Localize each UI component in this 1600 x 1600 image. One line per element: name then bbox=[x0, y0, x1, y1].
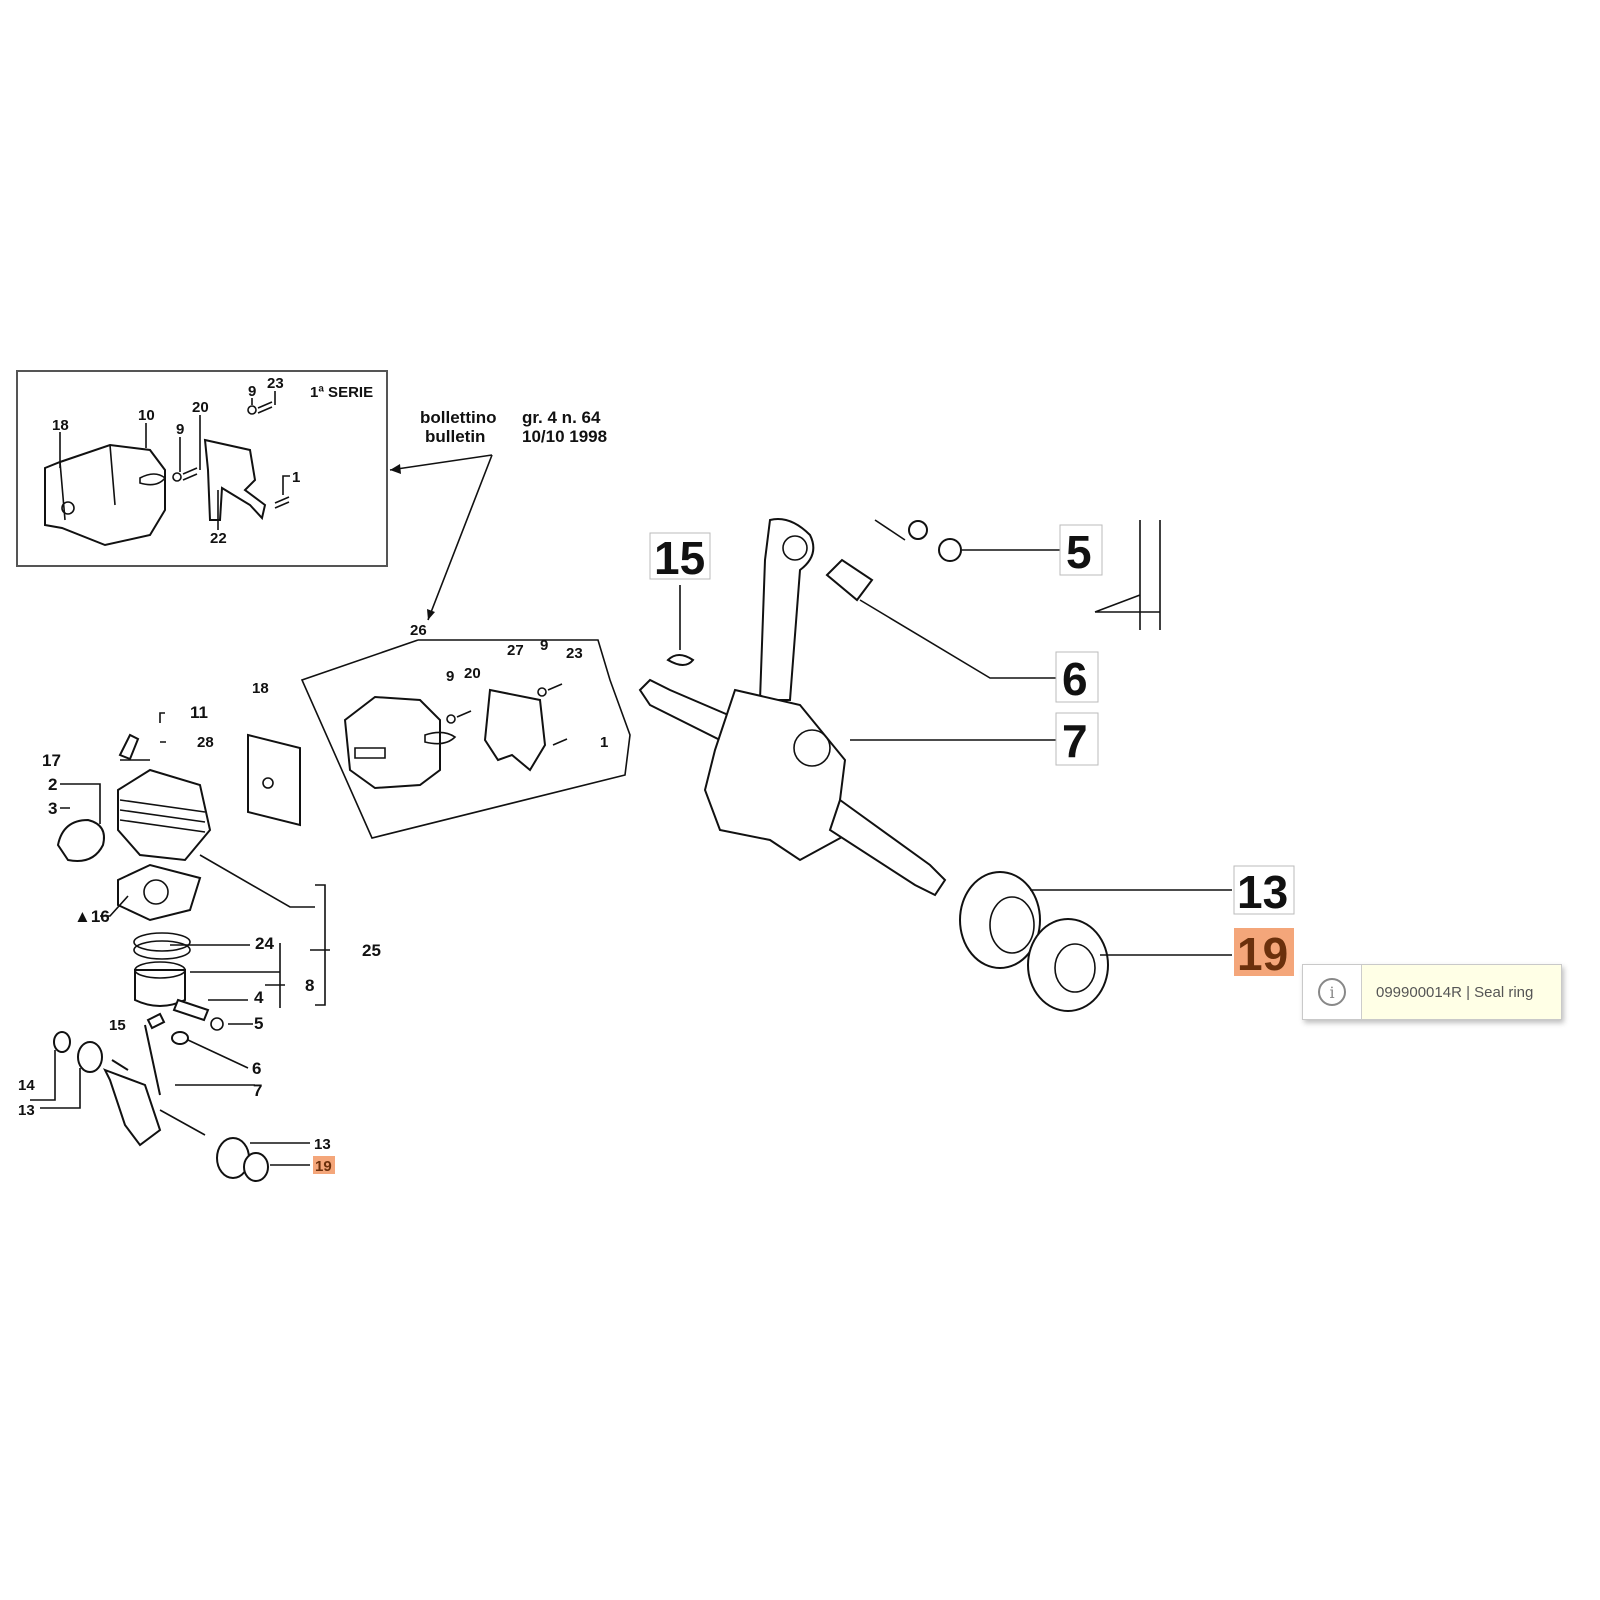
callout-19-highlight[interactable] bbox=[1234, 928, 1294, 976]
bulletin-it: bollettino bbox=[420, 408, 496, 427]
callout-10: 10 bbox=[138, 407, 155, 424]
alt-muffler-frame bbox=[300, 639, 631, 839]
alt-muffler bbox=[343, 683, 568, 790]
callout-23: 23 bbox=[267, 375, 284, 392]
callout-3: 3 bbox=[48, 799, 57, 818]
callout-13: 13 bbox=[18, 1102, 35, 1119]
series-label: 1ª SERIE bbox=[310, 384, 373, 401]
info-icon: i bbox=[1303, 965, 1362, 1019]
small-engine-parts bbox=[30, 712, 330, 1182]
callout-9: 9 bbox=[176, 421, 184, 438]
callout-9: 9 bbox=[446, 668, 454, 685]
callout-19-highlight[interactable] bbox=[313, 1156, 335, 1174]
callout-7: 7 bbox=[1062, 715, 1088, 767]
callout-8: 8 bbox=[305, 976, 314, 995]
part-tooltip: i 099900014R | Seal ring bbox=[1302, 964, 1562, 1020]
bulletin-en: bulletin bbox=[425, 427, 485, 446]
large-crankshaft bbox=[638, 518, 1232, 1012]
callout-19[interactable]: 19 bbox=[1237, 928, 1288, 980]
callout-1: 1 bbox=[600, 734, 608, 751]
bulletin-group: gr. 4 n. 64 bbox=[522, 408, 601, 427]
callout-11: 11 bbox=[190, 703, 208, 722]
callout-16: ▲16 bbox=[74, 907, 110, 926]
callout-2: 2 bbox=[48, 775, 57, 794]
callout-18: 18 bbox=[52, 417, 69, 434]
callout-25: 25 bbox=[362, 941, 381, 960]
callout-1: 1 bbox=[292, 469, 300, 486]
callout-box bbox=[649, 532, 711, 580]
callout-6: 6 bbox=[252, 1059, 261, 1078]
inset-frame bbox=[16, 370, 388, 567]
callout-6: 6 bbox=[1062, 653, 1088, 705]
callout-9: 9 bbox=[540, 637, 548, 654]
callout-19[interactable]: 19 bbox=[315, 1158, 332, 1175]
callout-26: 26 bbox=[410, 622, 427, 639]
callout-17: 17 bbox=[42, 751, 61, 770]
callout-18: 18 bbox=[252, 680, 269, 697]
callout-20: 20 bbox=[464, 665, 481, 682]
callout-27: 27 bbox=[507, 642, 524, 659]
callout-13: 13 bbox=[1237, 866, 1288, 918]
callout-28: 28 bbox=[197, 734, 214, 751]
callout-5: 5 bbox=[1066, 526, 1092, 578]
callout-23: 23 bbox=[566, 645, 583, 662]
inset-callout-lines bbox=[59, 391, 290, 530]
callout-13: 13 bbox=[314, 1136, 331, 1153]
callout-20: 20 bbox=[192, 399, 209, 416]
callout-15: 15 bbox=[654, 532, 705, 584]
callout-4: 4 bbox=[254, 988, 264, 1007]
callout-15: 15 bbox=[109, 1017, 126, 1034]
callout-14: 14 bbox=[18, 1077, 35, 1094]
callout-5: 5 bbox=[254, 1014, 263, 1033]
callout-24: 24 bbox=[255, 934, 274, 953]
callout-7: 7 bbox=[253, 1081, 262, 1100]
callout-9: 9 bbox=[248, 383, 256, 400]
bulletin-arrows bbox=[389, 454, 493, 621]
tooltip-text: 099900014R | Seal ring bbox=[1376, 983, 1534, 1001]
inset-muffler bbox=[44, 401, 290, 547]
callout-22: 22 bbox=[210, 530, 227, 547]
bulletin-date: 10/10 1998 bbox=[522, 427, 607, 446]
